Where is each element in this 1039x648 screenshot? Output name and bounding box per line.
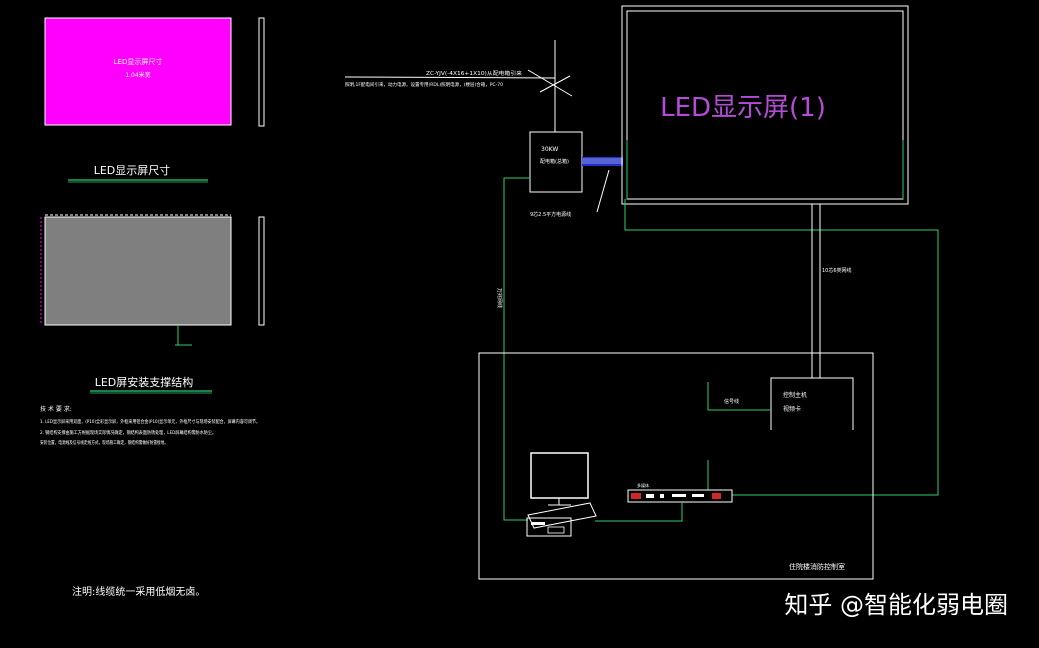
size-panel-side-view: [258, 17, 265, 127]
cabinet-power: 30KW: [541, 146, 558, 153]
power-cable-to-screen: [582, 157, 623, 166]
rack-label: 多媒体: [637, 482, 649, 488]
mount-side-view: [258, 216, 265, 326]
size-panel-line2: 1.04米宽: [125, 71, 150, 79]
media-rack: [627, 489, 733, 503]
power-label: ZC-YJV(-4X16+1X10)从配电箱引来: [426, 70, 522, 77]
led-screen-inner: [626, 10, 904, 200]
screen-title: LED显示屏(1): [660, 93, 826, 123]
footer-note: 注明:线缆统一采用低烟无卤。: [72, 585, 205, 598]
signal-line-to-pc: [503, 177, 530, 521]
rack-port-red-1: [631, 493, 641, 499]
vertical-line-label: 万兆网线: [496, 288, 503, 308]
controller-signal-line: [707, 382, 771, 411]
size-caption: LED显示屏尺寸: [94, 163, 171, 177]
signal-label: 信号线: [724, 398, 739, 405]
note-1: 1. LED显示屏采用双面，(P10)全彩显示屏，外框采用铝合金(P10)显示单…: [40, 418, 260, 425]
power-sub-label: 照明,1F配电间引来，动力电源，设置专用(RDL)照明电源，(楼层)合箱，PC-…: [345, 81, 503, 88]
rack-port-red-2: [712, 493, 721, 499]
fiber-label: 10芯6类网线: [822, 267, 852, 274]
controller-line2: 视频卡: [783, 405, 801, 413]
screen-signal-loop: [624, 199, 939, 496]
note-3: 安装位置，电源线及信号线走线方式，现场施工确定，钢结构需做好防雷接地。: [40, 439, 168, 446]
notes-heading: 技 术 要 求:: [40, 405, 72, 413]
mount-caption: LED屏安装支撑结构: [95, 375, 194, 389]
rack-to-pc-line: [595, 502, 683, 522]
mount-structure-panel: [44, 216, 232, 326]
watermark: 知乎 @智能化弱电圈: [784, 591, 1008, 619]
note-2: 2. 钢结构支撑由施工方根据现场实际情况确定，钢结构表面防锈处理，LED屏幕结构…: [40, 429, 216, 436]
cable-label: 9芯2.5平方电源线: [530, 211, 571, 218]
controller-line1: 控制主机: [783, 391, 807, 399]
controller-box: [770, 377, 854, 430]
cabinet-name: 配电箱(总箱): [540, 158, 569, 165]
room-label: 住院楼消防控制室: [789, 562, 845, 571]
pc-case-icon: [526, 517, 572, 537]
led-size-panel: [44, 17, 232, 126]
size-panel-line1: LED显示屏尺寸: [114, 57, 163, 66]
control-room: [478, 352, 874, 580]
monitor-icon: [530, 452, 589, 499]
led-screen-outer: [621, 5, 909, 205]
